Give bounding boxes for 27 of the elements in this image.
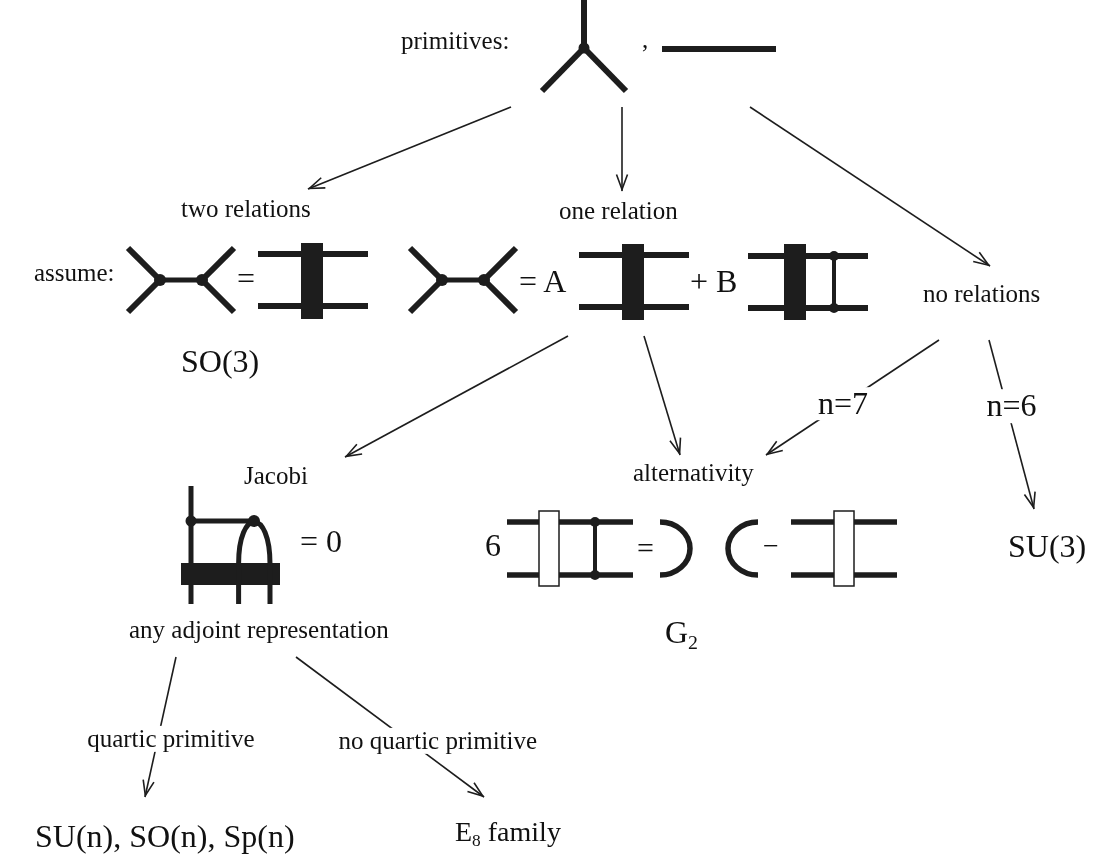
heading-text: no relations [923,281,1041,308]
result-label: SO(3) [181,345,260,379]
arrow [307,106,512,190]
equation-term: = 0 [300,525,343,559]
heading-text: alternativity [633,460,754,487]
result-label: E$_{8}$ family [455,817,561,847]
result-label: G$_{2}$ [665,616,699,650]
arrow [344,335,569,458]
result-label: SU(n), SO(n), Sp(n) [35,820,295,854]
side-label: assume: [34,260,115,287]
comma-text: , [642,27,649,54]
minus-sign: − [763,531,779,561]
arrow [615,106,629,192]
arrow [749,106,991,267]
equals-sign: = [637,532,654,564]
caption-text: any adjoint representation [129,617,389,644]
heading-text: one relation [559,198,678,225]
heading-text: Jacobi [244,463,308,490]
equals-sign: = [237,262,256,296]
equation-term: = A [519,265,567,299]
heading-text: two relations [181,196,311,223]
equation-term: + B [690,265,738,299]
result-label: SU(3) [1008,530,1087,564]
edge-label: n=7 [814,387,871,421]
coefficient-text: 6 [485,529,501,563]
heading-text: primitives: [401,28,510,55]
arrow [643,335,682,456]
